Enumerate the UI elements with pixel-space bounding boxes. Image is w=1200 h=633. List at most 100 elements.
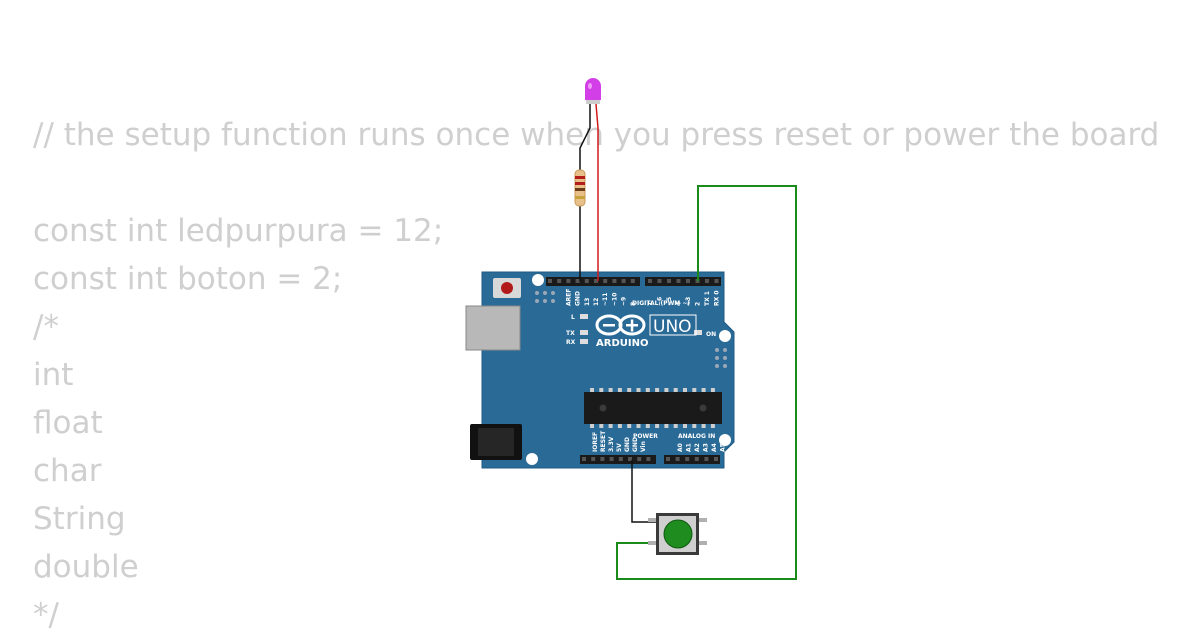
chip-pin (636, 388, 641, 392)
chip-pin (599, 424, 604, 428)
code-line-float: float (33, 405, 103, 441)
code-line-string: String (33, 501, 126, 537)
header-pin (675, 457, 680, 461)
header-pin (600, 457, 605, 461)
chip-pin (673, 388, 678, 392)
wires (579, 103, 797, 580)
chip-pin (645, 388, 650, 392)
mounting-hole (719, 434, 731, 446)
chip-pin (636, 424, 641, 428)
arduino-logo-icon (595, 314, 646, 336)
header-pin (676, 279, 681, 283)
digital-header-right (645, 277, 721, 286)
header-pin (618, 457, 623, 461)
led-label-l: L (571, 314, 575, 321)
chip-pin (710, 388, 715, 392)
code-line-comment-close: */ (33, 597, 59, 633)
power-label: POWER (633, 433, 658, 440)
digital-pin-label: AREF (565, 289, 572, 306)
chip-pin (710, 424, 715, 428)
digital-pin-label: 8 (630, 302, 637, 306)
chip-pin (701, 388, 706, 392)
header-pin (705, 279, 709, 283)
analog-pin-label: A1 (686, 443, 693, 452)
code-line-comment-open: /* (33, 309, 59, 345)
header-pin (557, 279, 562, 283)
power-pin-label: 5V (616, 443, 623, 452)
digital-pin-label: GND (575, 291, 582, 306)
chip-pin (692, 424, 697, 428)
digital-pin-label: ~6 (657, 297, 664, 306)
header-pin (657, 279, 662, 283)
power-pin-label: RESET (600, 430, 607, 452)
mounting-hole (719, 330, 731, 342)
digital-header-left (546, 277, 640, 286)
chip-pin (655, 388, 660, 392)
header-pin (548, 279, 552, 283)
header-pin (667, 279, 671, 283)
header-pin (621, 279, 626, 283)
header-pin (648, 279, 652, 283)
chip-pin (608, 388, 613, 392)
header-pin (566, 279, 571, 283)
analog-label: ANALOG IN (678, 433, 715, 440)
usb-connector (465, 305, 521, 351)
code-line-boton: const int boton = 2; (33, 261, 343, 297)
digital-pin-label: 13 (584, 298, 591, 306)
chip-pin (664, 388, 669, 392)
power-pin-label: Vin (640, 441, 647, 452)
mounting-hole (526, 453, 538, 465)
chip-pin (683, 388, 687, 392)
digital-header-label: DIGITAL (PWM ~) (632, 300, 690, 307)
header-pin (704, 457, 709, 461)
digital-pin-label: 12 (593, 298, 600, 306)
chip-pin (617, 424, 622, 428)
header-pin (591, 457, 596, 461)
analog-pin-label: A2 (694, 443, 701, 452)
code-line-double: double (33, 549, 139, 585)
code-line-comment: // the setup function runs once when you… (33, 117, 1160, 153)
header-pin (584, 279, 589, 283)
code-line-char: char (33, 453, 102, 489)
wire-black-led (579, 104, 591, 170)
chip-pin (701, 424, 706, 428)
code-line-int: int (33, 357, 74, 393)
reset-button[interactable] (493, 278, 521, 298)
microcontroller-chip (584, 388, 722, 428)
chip-pin (655, 424, 660, 428)
analog-pin-label: A4 (711, 443, 718, 452)
header-pin (685, 457, 690, 461)
chip-pin (664, 424, 669, 428)
header-pin (582, 457, 586, 461)
analog-pin-label: A0 (677, 443, 684, 452)
header-pin (686, 279, 690, 283)
header-pin (594, 279, 598, 283)
header-pin (628, 457, 632, 461)
chip-pin (590, 388, 594, 392)
onboard-leds: L TX RX ON (566, 314, 716, 346)
power-pin-label: GND (624, 437, 631, 452)
header-pin (714, 279, 719, 283)
header-pin (630, 279, 635, 283)
digital-pin-label: ~3 (685, 297, 692, 306)
chip-pin (617, 388, 622, 392)
chip-pin (645, 424, 650, 428)
pushbutton[interactable] (648, 513, 707, 555)
digital-pin-label: ~10 (611, 293, 618, 306)
board-model: UNO (653, 317, 692, 337)
wire-green-pin2 (616, 185, 797, 580)
wire-red-pin12 (595, 103, 599, 281)
header-pin (694, 457, 699, 461)
digital-pin-label: ~9 (621, 297, 628, 306)
board-brand: ARDUINO (596, 338, 648, 349)
analog-header (664, 455, 720, 464)
chip-pin (673, 424, 678, 428)
chip-pin (692, 388, 697, 392)
digital-pin-label: RX 0 (714, 290, 721, 306)
purple-led[interactable] (585, 78, 601, 104)
wire-black-button (631, 460, 656, 523)
power-pin-label: 3.3V (608, 436, 615, 452)
resistor[interactable] (574, 169, 586, 207)
